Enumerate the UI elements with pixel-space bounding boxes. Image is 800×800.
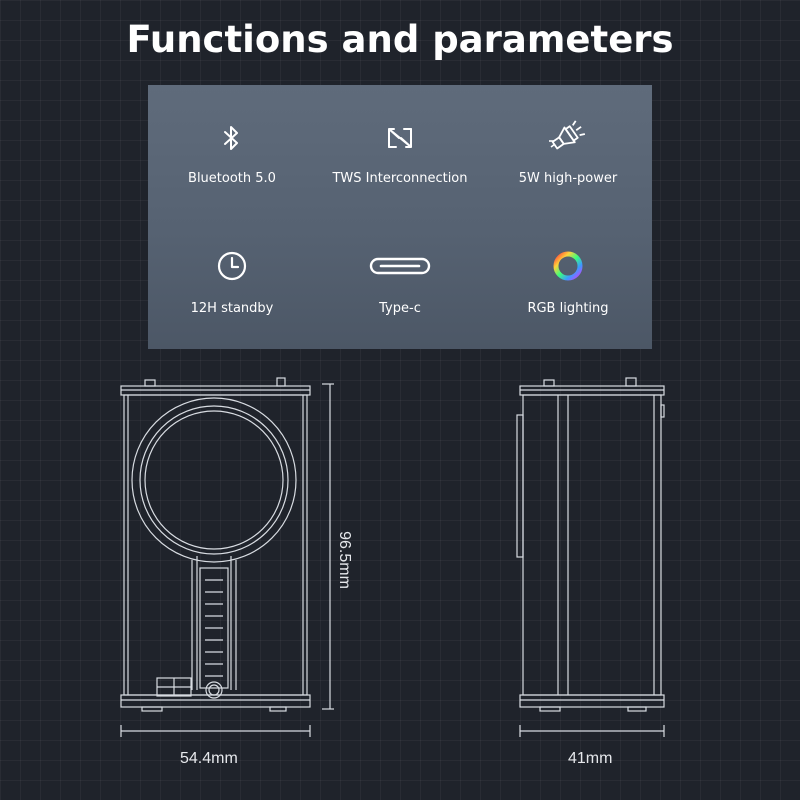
feature-label: Bluetooth 5.0 <box>188 171 276 186</box>
usb-type-c-icon <box>316 249 484 283</box>
height-dimension-label: 96.5mm <box>336 531 353 589</box>
side-view-drawing <box>516 377 665 712</box>
side-width-dimension-label: 41mm <box>568 750 613 767</box>
features-panel: Bluetooth 5.0 TWS Interconnection <box>148 85 652 349</box>
tws-link-icon <box>316 121 484 155</box>
front-width-dimension-label: 54.4mm <box>180 750 238 767</box>
feature-bluetooth: Bluetooth 5.0 <box>148 85 316 217</box>
feature-standby: 12H standby <box>148 217 316 349</box>
feature-label: 5W high-power <box>518 171 618 186</box>
rgb-ring-icon <box>484 249 652 283</box>
front-view-drawing <box>120 377 311 712</box>
feature-label: Type-c <box>379 301 421 316</box>
feature-typec: Type-c <box>316 217 484 349</box>
feature-tws: TWS Interconnection <box>316 85 484 217</box>
feature-power: 5W high-power <box>484 85 652 217</box>
feature-label: RGB lighting <box>527 301 609 316</box>
feature-label: TWS Interconnection <box>332 171 468 186</box>
feature-label: 12H standby <box>190 301 274 316</box>
bluetooth-icon <box>148 121 316 155</box>
feature-rgb: RGB lighting <box>484 217 652 349</box>
page-title: Functions and parameters <box>126 18 674 61</box>
speaker-power-icon <box>484 119 652 153</box>
clock-icon <box>148 249 316 283</box>
